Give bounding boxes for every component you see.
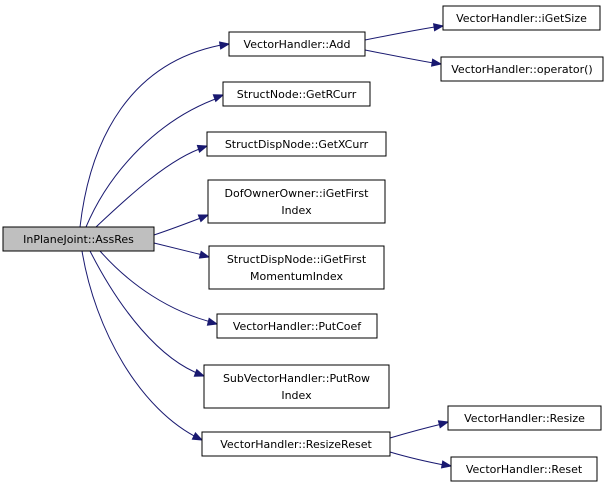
arrowhead-add-to-igetsize [432, 23, 445, 32]
node-getrcurr-label: StructNode::GetRCurr [237, 88, 357, 101]
edge-line-resizereset-to-reset [389, 451, 450, 467]
edge-line-add-to-operator [364, 49, 440, 65]
arrowhead-root-to-igetfirstmomentum [198, 250, 211, 259]
edge-resizereset-to-reset [389, 451, 453, 469]
node-putcoef[interactable]: VectorHandler::PutCoef [216, 313, 378, 339]
edge-root-to-putcoef [99, 250, 219, 326]
node-putrowindex[interactable]: SubVectorHandler::PutRow Index [203, 364, 390, 409]
node-reset[interactable]: VectorHandler::Reset [450, 456, 598, 482]
node-igetfirstmomentum-label-2: MomentumIndex [250, 270, 343, 283]
node-igetfirstmomentum-label-1: StructDispNode::iGetFirst [227, 253, 367, 266]
arrowhead-root-to-add [218, 41, 231, 50]
arrowhead-root-to-putcoef [206, 317, 219, 326]
arrowhead-add-to-operator [430, 58, 443, 67]
node-putcoef-label: VectorHandler::PutCoef [233, 320, 362, 333]
node-operator[interactable]: VectorHandler::operator() [440, 56, 604, 82]
node-root[interactable]: InPlaneJoint::AssRes [2, 226, 155, 252]
edge-line-root-to-getrcurr [85, 96, 222, 228]
edge-line-root-to-igetfirstindex [153, 215, 207, 236]
node-resize-label: VectorHandler::Resize [464, 412, 585, 425]
node-operator-label: VectorHandler::operator() [451, 63, 592, 76]
node-reset-label: VectorHandler::Reset [466, 463, 583, 476]
edge-add-to-igetsize [364, 23, 445, 41]
edge-line-resizereset-to-resize [389, 422, 447, 439]
edge-line-root-to-putcoef [99, 250, 216, 324]
edge-resizereset-to-resize [389, 420, 450, 439]
edges [79, 23, 453, 469]
edge-line-root-to-putrowindex [89, 250, 203, 376]
edge-line-add-to-igetsize [364, 25, 442, 41]
node-putrowindex-label-1: SubVectorHandler::PutRow [223, 372, 370, 385]
node-root-label: InPlaneJoint::AssRes [23, 233, 134, 246]
node-resizereset-label: VectorHandler::ResizeReset [220, 438, 372, 451]
node-igetsize-label: VectorHandler::iGetSize [456, 12, 587, 25]
edge-root-to-igetfirstmomentum [153, 242, 211, 259]
arrowhead-root-to-getrcurr [212, 94, 225, 103]
node-add[interactable]: VectorHandler::Add [228, 31, 366, 57]
edge-root-to-add [79, 41, 231, 228]
node-putrowindex-label-2: Index [281, 389, 312, 402]
edge-line-root-to-resizereset [81, 250, 201, 440]
node-add-label: VectorHandler::Add [244, 38, 351, 51]
node-igetfirstindex-label-2: Index [281, 204, 312, 217]
node-igetfirstindex[interactable]: DofOwnerOwner::iGetFirst Index [207, 179, 386, 224]
arrowhead-root-to-putrowindex [193, 368, 206, 377]
edge-root-to-getrcurr [85, 94, 225, 228]
edge-add-to-operator [364, 49, 443, 67]
node-igetsize[interactable]: VectorHandler::iGetSize [442, 5, 601, 31]
node-getrcurr[interactable]: StructNode::GetRCurr [222, 81, 371, 107]
arrowhead-resizereset-to-resize [437, 420, 450, 429]
arrowhead-root-to-resizereset [191, 432, 204, 441]
edge-line-root-to-getxcurr [95, 146, 206, 228]
arrowhead-resizereset-to-reset [440, 460, 453, 469]
arrowhead-root-to-getxcurr [196, 144, 209, 153]
edge-root-to-resizereset [81, 250, 204, 441]
node-getxcurr[interactable]: StructDispNode::GetXCurr [206, 131, 387, 157]
edge-root-to-igetfirstindex [153, 214, 210, 236]
edge-root-to-getxcurr [95, 144, 209, 228]
node-resizereset[interactable]: VectorHandler::ResizeReset [201, 431, 391, 457]
edge-root-to-putrowindex [89, 250, 206, 377]
node-igetfirstindex-label-1: DofOwnerOwner::iGetFirst [225, 187, 370, 200]
node-resize[interactable]: VectorHandler::Resize [447, 405, 602, 431]
arrowhead-root-to-igetfirstindex [197, 214, 210, 223]
edge-line-root-to-igetfirstmomentum [153, 242, 208, 257]
edge-line-root-to-add [79, 43, 228, 228]
node-igetfirstmomentum[interactable]: StructDispNode::iGetFirst MomentumIndex [208, 245, 385, 290]
node-getxcurr-label: StructDispNode::GetXCurr [225, 138, 369, 151]
